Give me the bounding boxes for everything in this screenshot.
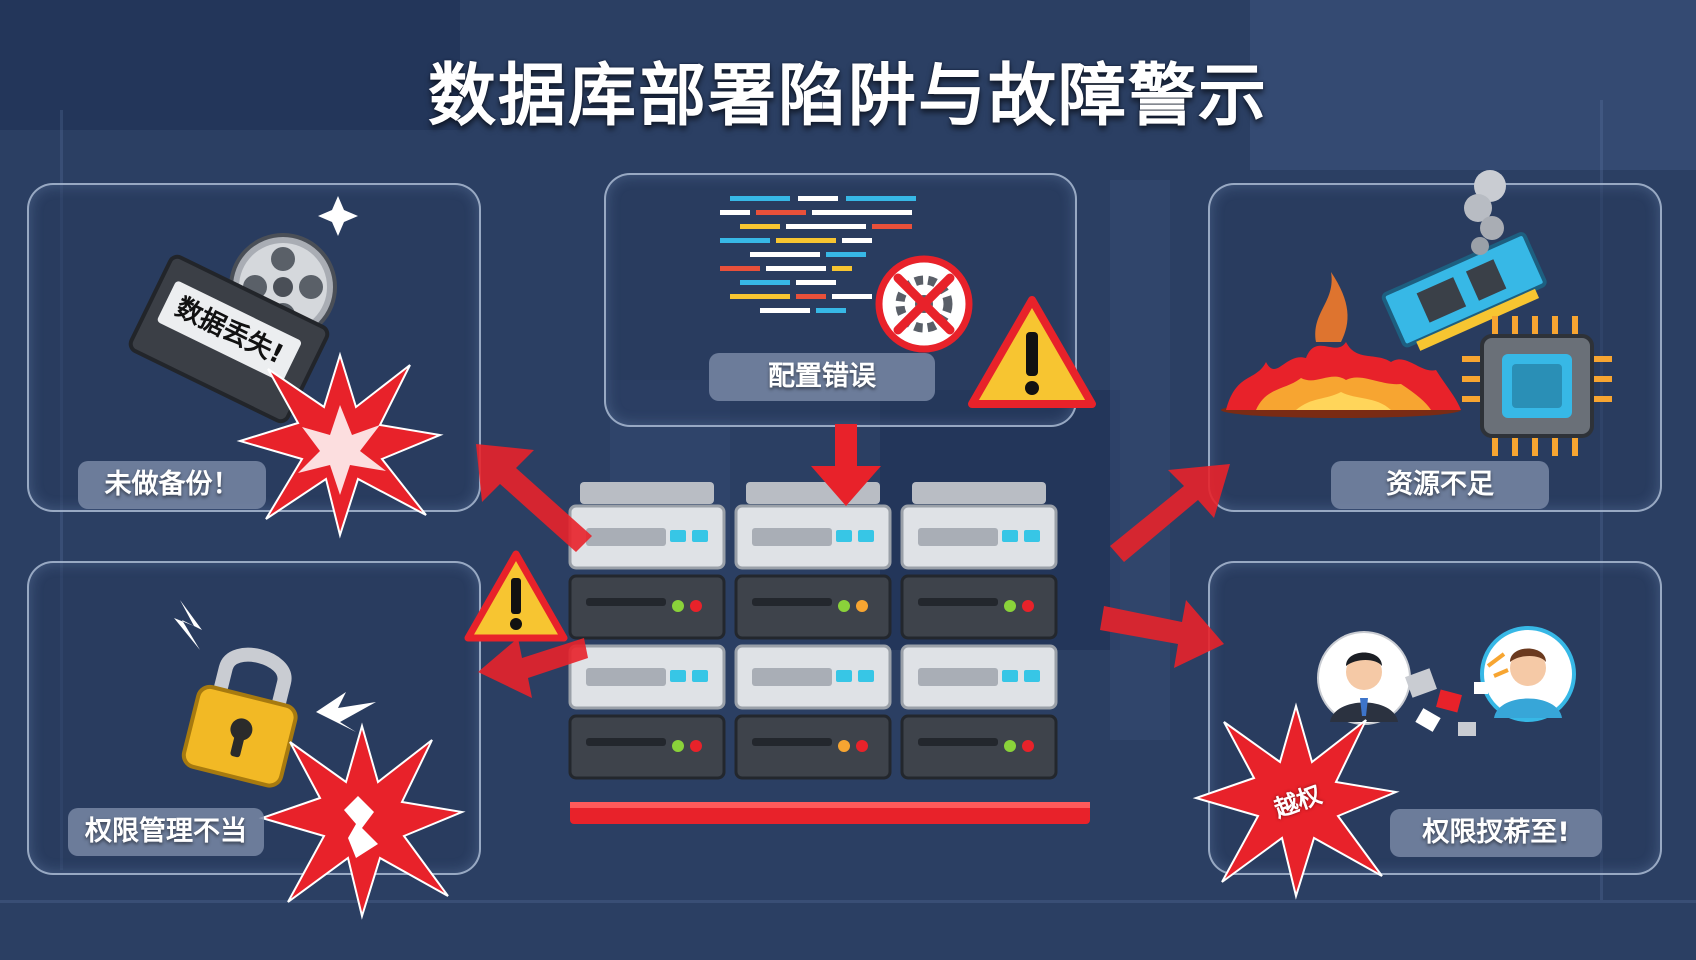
chip-icon xyxy=(1462,316,1612,456)
server-led xyxy=(692,670,708,682)
server-slot xyxy=(586,668,666,686)
label-config-error: 配置错误 xyxy=(709,353,935,401)
sparkle-icon xyxy=(316,692,376,732)
server-unit xyxy=(568,714,726,780)
padlock-icon xyxy=(181,647,298,788)
ram-module-icon xyxy=(1381,232,1547,351)
server-led xyxy=(1004,600,1016,612)
person-icon xyxy=(1480,626,1576,722)
server-slot xyxy=(752,598,832,606)
code-lines-icon xyxy=(720,196,916,313)
explosion-icon xyxy=(236,351,444,539)
server-unit xyxy=(734,574,892,640)
broken-key-icon xyxy=(1405,652,1509,736)
server-led xyxy=(838,740,850,752)
server-unit xyxy=(900,574,1058,640)
bg-block xyxy=(0,0,460,130)
fire-icon xyxy=(1221,272,1461,418)
server-cap xyxy=(580,482,714,504)
server-unit xyxy=(900,714,1058,780)
server-unit xyxy=(734,714,892,780)
arrow-icon xyxy=(478,638,588,698)
label-no-backup: 未做备份！ xyxy=(78,461,266,509)
server-led xyxy=(858,670,874,682)
server-slot xyxy=(752,528,832,546)
server-led xyxy=(838,600,850,612)
server-slot xyxy=(586,598,666,606)
server-slot xyxy=(752,738,832,746)
server-led xyxy=(836,530,852,542)
arrow-icon xyxy=(1110,464,1230,562)
server-rack-icon xyxy=(568,482,1090,824)
explosion-icon xyxy=(258,722,466,920)
warning-icon xyxy=(464,550,568,642)
server-led xyxy=(690,600,702,612)
server-led xyxy=(858,530,874,542)
server-led xyxy=(1002,530,1018,542)
server-led xyxy=(856,600,868,612)
server-led xyxy=(670,670,686,682)
bg-line xyxy=(0,900,1696,903)
gear-error-icon xyxy=(875,255,973,353)
server-slot xyxy=(918,668,998,686)
server-cap xyxy=(912,482,1046,504)
arrow-icon xyxy=(476,444,592,552)
server-led xyxy=(690,740,702,752)
sparkle-icon xyxy=(174,600,202,650)
arrow-icon xyxy=(811,424,881,506)
server-led xyxy=(670,530,686,542)
sparkle-icon xyxy=(318,196,358,236)
server-led xyxy=(836,670,852,682)
server-led xyxy=(692,530,708,542)
server-led xyxy=(1022,600,1034,612)
server-unit xyxy=(568,574,726,640)
server-slot xyxy=(586,738,666,746)
arrow-icon xyxy=(1100,600,1224,668)
server-led xyxy=(1022,740,1034,752)
server-led xyxy=(672,740,684,752)
server-slot xyxy=(586,528,666,546)
server-led xyxy=(1024,530,1040,542)
explosion-icon xyxy=(1192,702,1400,900)
bg-block xyxy=(1110,180,1170,740)
page-title: 数据库部署陷阱与故障警示 xyxy=(427,57,1268,136)
server-led xyxy=(1024,670,1040,682)
server-led xyxy=(1002,670,1018,682)
label-insufficient-resources: 资源不足 xyxy=(1331,461,1549,509)
server-slot xyxy=(918,528,998,546)
server-slot xyxy=(752,668,832,686)
server-led xyxy=(1004,740,1016,752)
warning-icon xyxy=(968,296,1096,408)
label-privilege-escalation: 权限扠菥至! xyxy=(1390,809,1602,857)
bg-block xyxy=(1250,0,1696,170)
server-led xyxy=(856,740,868,752)
server-slot xyxy=(918,598,998,606)
server-led xyxy=(672,600,684,612)
label-permission-mismanagement: 权限管理不当 xyxy=(68,808,264,856)
server-slot xyxy=(918,738,998,746)
smoke-icon xyxy=(1464,170,1506,255)
